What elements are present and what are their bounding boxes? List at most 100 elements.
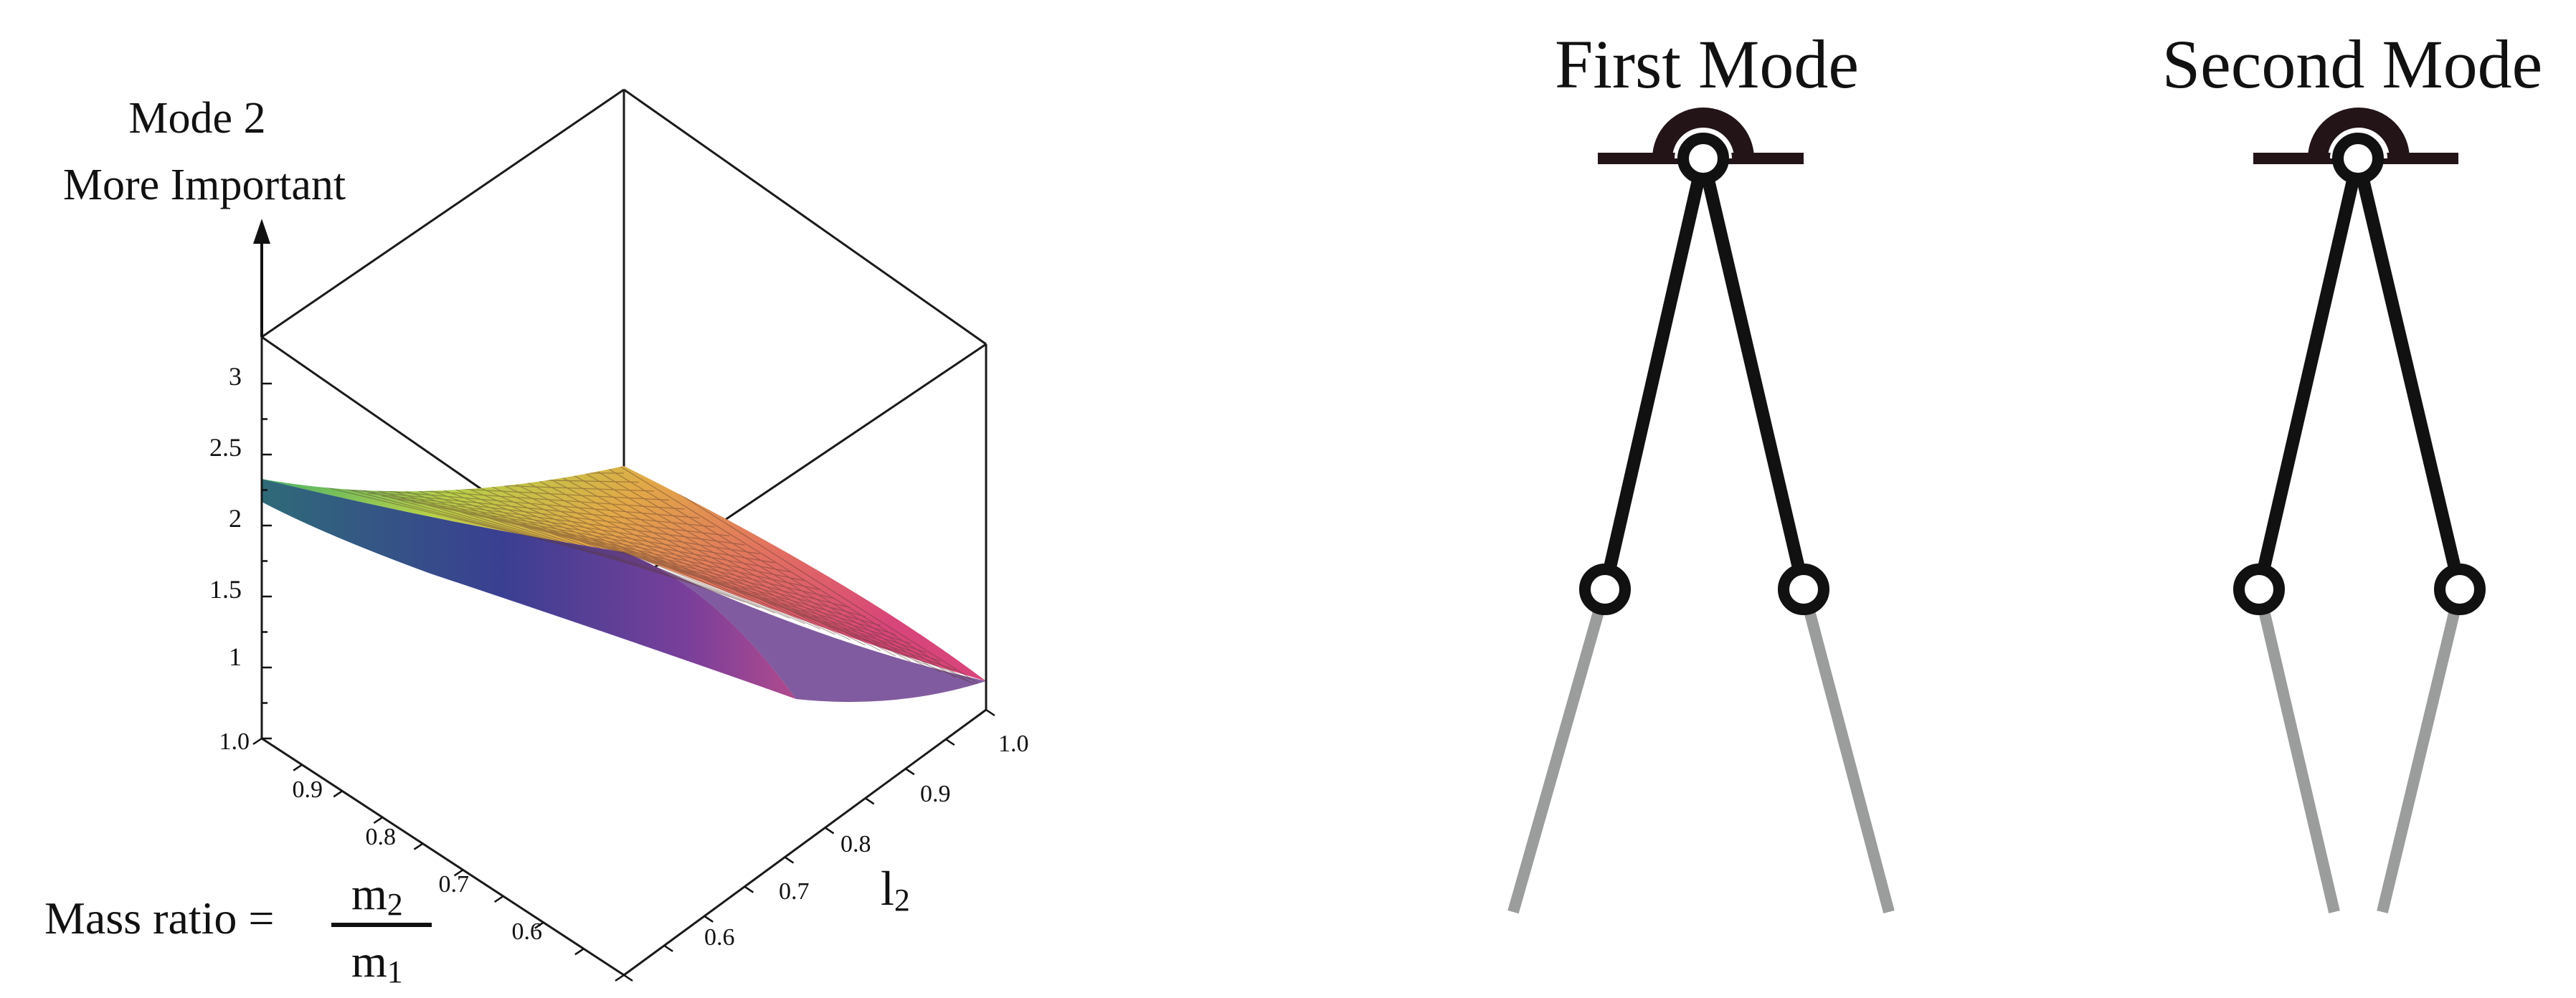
mass-tick-label: 0.6	[512, 918, 543, 945]
l2-tick-mark	[784, 856, 795, 864]
mesh-line	[548, 529, 911, 645]
mesh-line	[608, 541, 972, 680]
mesh-line	[412, 501, 775, 564]
mesh-line	[593, 538, 957, 671]
l2-tick-label: 0.8	[840, 831, 871, 857]
mass-tick-mark	[413, 842, 424, 850]
mass-ratio-denominator: m1	[351, 936, 403, 989]
annotation-mode2: Mode 2	[128, 94, 265, 143]
mesh-line	[563, 466, 927, 667]
z-axis-ticks	[262, 382, 272, 740]
l2-tick-label: 0.9	[920, 781, 951, 807]
l2-tick-mark	[905, 768, 915, 776]
mass-ratio-label: Mass ratio =	[44, 893, 275, 944]
mass-tick-label: 0.7	[439, 871, 470, 898]
z-tick-label: 1.5	[209, 575, 242, 604]
mesh-line	[427, 466, 790, 619]
z-tick-label: 2	[229, 504, 242, 533]
mesh-line	[427, 505, 790, 573]
mesh-line	[593, 466, 957, 678]
lower-link-left	[1507, 587, 1611, 914]
mesh-line	[412, 466, 775, 614]
surface-top	[262, 466, 986, 681]
l2-tick-mark	[864, 797, 875, 805]
mass-tick-label: 0.9	[293, 776, 323, 803]
mass-tick-mark	[252, 737, 262, 746]
upper-link-left	[2253, 156, 2364, 591]
bounding-box-front	[260, 237, 988, 976]
z-tick-label: 2.5	[209, 433, 242, 462]
upper-link-left	[1599, 156, 1710, 591]
mount-arc-highlight	[1675, 130, 1732, 159]
annotation-more-important: More Important	[63, 161, 346, 209]
mass-tick-mark	[534, 921, 544, 929]
l2-tick-mark	[663, 944, 673, 952]
mass-axis-ticks	[252, 737, 625, 982]
lower-link-left	[2253, 588, 2340, 913]
mesh-line	[503, 466, 866, 646]
mass-tick-mark	[333, 790, 343, 798]
mesh-line	[473, 513, 835, 599]
mesh-line	[623, 544, 986, 689]
mesh-line	[488, 466, 851, 641]
mesh-line	[548, 466, 911, 662]
mesh-line	[533, 466, 896, 657]
surface-plot: 1 1.5 2 2.5 3 1.0 0.9 0.8 0.7 0.6 1.0 0.…	[44, 88, 1029, 989]
mesh-line	[458, 510, 820, 591]
upper-link-right	[1697, 156, 1810, 591]
mesh-line	[488, 517, 851, 609]
l2-tick-mark	[985, 708, 995, 717]
mesh-line	[473, 466, 835, 635]
mesh-line	[352, 489, 715, 528]
mass-tick-label: 1.0	[219, 728, 250, 755]
l2-tick-mark	[744, 885, 754, 893]
hip-joint	[1677, 133, 1729, 184]
knee-joint-right	[2434, 564, 2486, 615]
lower-link-right	[1798, 587, 1895, 914]
first-mode-title: First Mode	[1555, 26, 1859, 103]
mesh-line	[397, 498, 760, 555]
mesh-line	[458, 466, 820, 630]
mount-arc-highlight	[2330, 130, 2387, 159]
mesh-line	[578, 466, 942, 673]
l2-tick-mark	[623, 974, 633, 982]
surface-underside-front	[624, 552, 986, 703]
mass-ratio-numerator: m2	[351, 868, 403, 922]
mesh-line	[442, 508, 805, 581]
l2-tick-mark	[945, 738, 955, 746]
l2-tick-label: 1.0	[998, 731, 1029, 757]
hip-joint	[2332, 133, 2384, 184]
l2-axis-ticks	[623, 708, 995, 982]
mesh-line	[623, 466, 986, 689]
mass-tick-mark	[493, 895, 504, 903]
mesh-line	[563, 532, 927, 653]
mass-tick-mark	[574, 948, 584, 956]
mesh-line	[367, 493, 730, 537]
mesh-line	[262, 471, 625, 474]
mesh-line	[518, 466, 881, 652]
l2-tick-label: 0.7	[779, 878, 810, 905]
knee-joint-left	[1579, 564, 1631, 615]
mesh-line	[608, 466, 972, 684]
mass-tick-mark	[615, 974, 625, 982]
lower-link-right	[2377, 588, 2466, 913]
second-mode-title: Second Mode	[2162, 26, 2543, 103]
z-tick-label: 3	[229, 362, 242, 391]
second-mode-diagram: Second Mode	[2162, 26, 2543, 913]
upper-link-right	[2352, 156, 2466, 591]
z-arrow-head	[253, 219, 270, 244]
l2-tick-label: 0.6	[704, 924, 735, 951]
mesh-line	[533, 526, 896, 635]
first-mode-diagram: First Mode	[1507, 26, 1895, 914]
mesh-line	[518, 523, 881, 627]
l2-axis-label: l2	[881, 861, 910, 918]
mass-tick-mark	[373, 816, 384, 824]
mesh-line	[442, 466, 805, 624]
knee-joint-left	[2233, 564, 2285, 615]
mesh-line	[382, 495, 745, 546]
mesh-line	[397, 466, 760, 609]
mount-arc	[2308, 108, 2410, 159]
l2-tick-mark	[824, 827, 835, 835]
mesh-line	[337, 486, 700, 519]
